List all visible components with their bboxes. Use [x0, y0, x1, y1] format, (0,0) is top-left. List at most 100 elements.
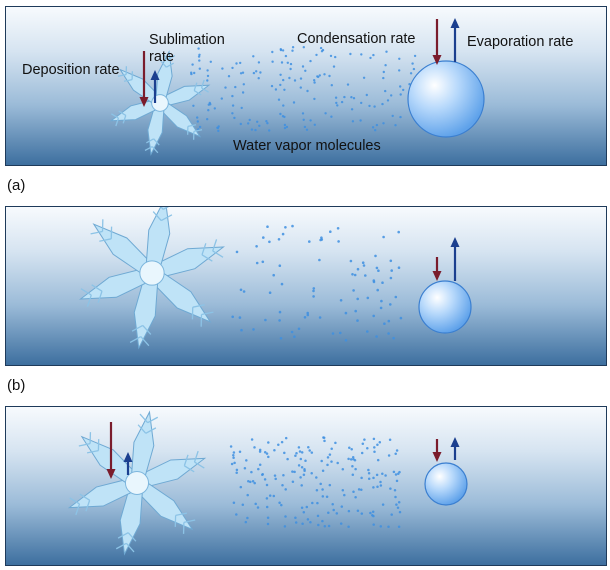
vapor-molecule-dot — [315, 476, 318, 479]
vapor-molecule-dot — [397, 266, 401, 269]
vapor-molecule-dot — [244, 520, 248, 524]
vapor-molecule-dot — [348, 446, 351, 450]
vapor-molecule-dot — [266, 522, 270, 526]
snowflake-branch — [146, 138, 154, 144]
vapor-molecule-dot — [303, 125, 307, 129]
vapor-molecule-dot — [349, 458, 353, 461]
vapor-molecule-dot — [305, 505, 309, 509]
panel-b-drawing — [79, 207, 472, 350]
vapor-molecule-dot — [311, 501, 314, 505]
vapor-molecule-dot — [235, 513, 238, 516]
vapor-molecule-dot — [238, 450, 242, 454]
vapor-molecule-dot — [279, 83, 282, 87]
vapor-molecule-dot — [375, 266, 379, 270]
snowflake-branch — [175, 512, 188, 517]
vapor-molecule-dot — [349, 259, 353, 263]
vapor-molecule-dot — [291, 46, 295, 49]
vapor-molecule-dot — [398, 510, 402, 514]
vapor-molecule-dot — [261, 473, 264, 476]
vapor-molecule-dot — [283, 451, 286, 455]
sublimation-arrow — [150, 70, 160, 103]
vapor-molecule-dot — [329, 230, 332, 233]
vapor-molecule-dot — [382, 235, 385, 239]
vapor-molecule-dot — [232, 456, 235, 459]
vapor-molecule-dot — [196, 120, 199, 123]
snowflake-branch — [160, 60, 167, 68]
vapor-molecule-dot — [239, 485, 243, 489]
vapor-molecule-dot — [197, 55, 201, 58]
snowflake-branch — [118, 110, 127, 117]
vapor-molecule-dot — [387, 332, 390, 335]
arrow-head — [432, 452, 442, 462]
vapor-molecule-dot — [364, 274, 367, 277]
snowflake-branch — [79, 493, 90, 501]
vapor-molecule-dot — [356, 509, 360, 512]
snowflake-icon — [79, 207, 225, 350]
vapor-molecule-dot — [231, 66, 234, 70]
snowflake-branch — [97, 290, 103, 303]
vapor-molecule-dot — [335, 101, 338, 105]
snowflake-branch — [201, 254, 213, 262]
vapor-molecule-dot — [206, 79, 209, 82]
vapor-molecule-dot — [321, 519, 324, 523]
vapor-molecule-dot — [389, 259, 393, 263]
vapor-molecule-dot — [330, 447, 333, 451]
vapor-molecule-dot — [402, 88, 405, 92]
snowflake-center — [139, 260, 165, 286]
vapor-molecule-dot — [227, 75, 231, 78]
vapor-molecule-dot — [376, 458, 380, 462]
vapor-molecule-dot — [240, 328, 243, 332]
snowflake-branch — [201, 87, 209, 93]
vapor-molecule-dot — [231, 94, 234, 98]
vapor-molecule-dot — [351, 120, 355, 123]
vapor-molecule-dot — [332, 65, 336, 68]
arrow-head — [432, 271, 442, 281]
snowflake-branch — [78, 443, 91, 447]
vapor-molecule-dot — [235, 471, 238, 475]
snowflake-branch — [91, 284, 103, 292]
vapor-molecule-dot — [198, 53, 201, 56]
vapor-molecule-dot — [280, 440, 284, 444]
vapor-molecule-dot — [335, 512, 339, 515]
vapor-molecule-dot — [375, 473, 379, 477]
vapor-molecule-dot — [384, 89, 387, 93]
vapor-molecule-dot — [284, 436, 288, 440]
vapor-molecule-dot — [372, 53, 375, 57]
vapor-molecule-dot — [299, 77, 303, 80]
snowflake-branch — [167, 54, 176, 61]
vapor-molecule-dot — [231, 104, 235, 107]
vapor-molecule-dot — [289, 67, 292, 71]
vapor-molecule-dot — [300, 451, 304, 454]
panel-a-label: (a) — [7, 177, 26, 194]
vapor-molecule-dot — [220, 97, 223, 100]
vapor-molecule-dot — [360, 101, 363, 105]
vapor-molecule-dot — [303, 316, 307, 319]
vapor-molecule-dot — [302, 511, 306, 514]
snowflake-branch — [144, 145, 153, 152]
vapor-molecule-dot — [274, 477, 277, 481]
vapor-molecule-dot — [257, 61, 261, 64]
vapor-molecule-dot — [341, 488, 345, 492]
vapor-molecule-dot — [207, 109, 210, 112]
vapor-molecule-dot — [301, 112, 305, 115]
vapor-molecule-dot — [268, 129, 271, 132]
vapor-molecule-dot — [375, 335, 378, 338]
vapor-molecule-dot — [309, 119, 312, 122]
vapor-molecule-dot — [381, 102, 384, 106]
vapor-molecule-dot — [381, 503, 385, 506]
vapor-molecule-dot — [384, 64, 387, 67]
arrow-head — [150, 70, 160, 80]
vapor-molecule-dot — [320, 50, 324, 53]
droplet-body — [418, 280, 472, 334]
snowflake-branch — [192, 304, 205, 308]
droplet-body — [407, 60, 485, 138]
panel-a: Deposition rate Sublimation rate Condens… — [5, 6, 607, 166]
vapor-molecule-dot — [282, 104, 285, 107]
vapor-molecule-dot — [395, 479, 399, 483]
vapor-molecule-dot — [312, 287, 316, 290]
vapor-molecule-dot — [198, 67, 201, 70]
vapor-molecule-dot — [354, 495, 357, 499]
vapor-molecule-dot — [312, 289, 315, 293]
arrow-head — [432, 55, 442, 65]
vapor-molecule-dot — [301, 65, 305, 68]
